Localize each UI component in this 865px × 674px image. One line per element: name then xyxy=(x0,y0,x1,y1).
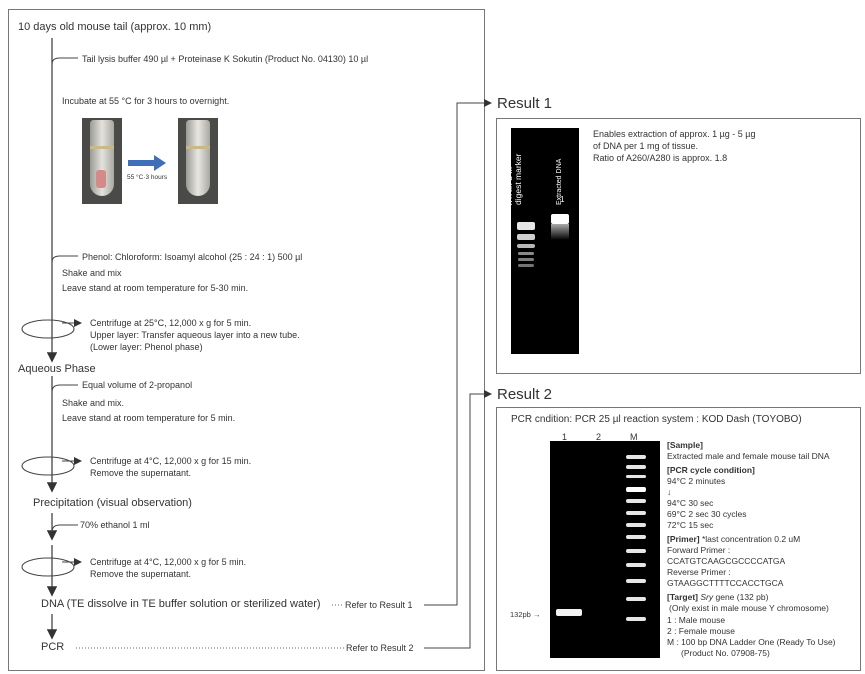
stand-step-1: Leave stand at room temperature for 5-30… xyxy=(62,283,249,293)
result-1-desc-2: of DNA per 1 mg of tissue. xyxy=(593,141,699,151)
cycle-heading: [PCR cycle condition] xyxy=(667,465,755,475)
start-sample: 10 days old mouse tail (approx. 10 mm) xyxy=(18,21,212,33)
pcr-condition: PCR cndition: PCR 25 µl reaction system … xyxy=(511,414,802,425)
result-2-gel-image xyxy=(550,441,660,658)
result-1-gel-image xyxy=(511,128,579,354)
pcr-step: PCR xyxy=(41,641,65,653)
lysis-step: Tail lysis buffer 490 µl + Proteinase K … xyxy=(82,54,369,64)
reverse-primer-heading: Reverse Primer : xyxy=(667,567,731,577)
pcr-refer-result-2: Refer to Result 2 xyxy=(346,643,414,653)
lane-1-label: 1 xyxy=(562,432,568,442)
dna-step: DNA (TE dissolve in TE buffer solution o… xyxy=(41,598,321,610)
centrifuge-step-3-a: Centrifuge at 4°C, 12,000 x g for 5 min. xyxy=(90,557,247,567)
band-size-label: 132pb → xyxy=(510,610,541,619)
key-lane-m: M : 100 bp DNA Ladder One (Ready To Use) xyxy=(667,637,836,647)
lane-m-label: M xyxy=(630,432,638,442)
blue-arrow-icon xyxy=(128,155,166,171)
result-1-desc-3: Ratio of A260/A280 is approx. 1.8 xyxy=(593,153,728,163)
reverse-primer-seq: GTAAGGCTTTTCCACCTGCA xyxy=(667,578,784,588)
arrow-label: 55 °C·3 hours xyxy=(127,174,168,181)
phenol-step: Phenol: Chloroform: Isoamyl alcohol (25 … xyxy=(82,252,303,262)
stand-step-2: Leave stand at room temperature for 5 mi… xyxy=(62,413,236,423)
propanol-step: Equal volume of 2-propanol xyxy=(82,380,193,390)
forward-primer-seq: CCATGTCAAGCGCCCCATGA xyxy=(667,556,786,566)
shake-step-1: Shake and mix xyxy=(62,268,122,278)
connector-result-2 xyxy=(424,390,492,649)
tube-photo-after xyxy=(178,118,218,204)
centrifuge-ellipse-1 xyxy=(21,319,75,339)
forward-primer-heading: Forward Primer : xyxy=(667,545,731,555)
result-2-title: Result 2 xyxy=(497,386,553,403)
centrifuge-step-1-a: Centrifuge at 25°C, 12,000 x g for 5 min… xyxy=(90,318,252,328)
sample-text: Extracted male and female mouse tail DNA xyxy=(667,451,830,461)
key-lane-2: 2 : Female mouse xyxy=(667,626,736,636)
centrifuge-step-1-c: (Lower layer: Phenol phase) xyxy=(90,342,203,352)
ethanol-step: 70% ethanol 1 ml xyxy=(80,520,150,530)
lane-marker-label: λ /Hin d III digest marker xyxy=(504,153,523,206)
cycle-4: 72°C 15 sec xyxy=(667,520,714,530)
result-1-desc-1: Enables extraction of approx. 1 µg - 5 µ… xyxy=(593,129,756,139)
centrifuge-ellipse-3 xyxy=(21,557,75,577)
cycle-arrow: ↓ xyxy=(667,487,672,497)
aqueous-phase: Aqueous Phase xyxy=(18,363,96,375)
cycle-3: 69°C 2 sec 30 cycles xyxy=(667,509,747,519)
centrifuge-step-2-b: Remove the supernatant. xyxy=(90,468,192,478)
lane-2-label: 2 xyxy=(596,432,602,442)
centrifuge-step-1-b: Upper layer: Transfer aqueous layer into… xyxy=(90,330,300,340)
sample-heading: [Sample] xyxy=(667,440,703,450)
target-note: (Only exist in male mouse Y chromosome) xyxy=(669,603,829,613)
precipitation: Precipitation (visual observation) xyxy=(33,497,192,509)
incubate-step: Incubate at 55 °C for 3 hours to overnig… xyxy=(62,96,230,106)
key-lane-1: 1 : Male mouse xyxy=(667,615,726,625)
tube-photo-before xyxy=(82,118,122,204)
result-1-title: Result 1 xyxy=(497,95,553,112)
dna-refer-result-1: Refer to Result 1 xyxy=(345,600,413,610)
shake-step-2: Shake and mix. xyxy=(62,398,125,408)
target-line: [Target] Sry gene (132 pb) xyxy=(667,592,769,602)
centrifuge-step-2-a: Centrifuge at 4°C, 12,000 x g for 15 min… xyxy=(90,456,252,466)
key-lane-m-product: (Product No. 07908-75) xyxy=(681,648,770,658)
lane-sample-num: 1 xyxy=(560,195,565,204)
connector-result-1 xyxy=(424,99,492,606)
cycle-2: 94°C 30 sec xyxy=(667,498,714,508)
centrifuge-step-3-b: Remove the supernatant. xyxy=(90,569,192,579)
cycle-1: 94°C 2 minutes xyxy=(667,476,726,486)
centrifuge-ellipse-2 xyxy=(21,456,75,476)
primer-line: [Primer] *last concentration 0.2 uM xyxy=(667,534,801,544)
